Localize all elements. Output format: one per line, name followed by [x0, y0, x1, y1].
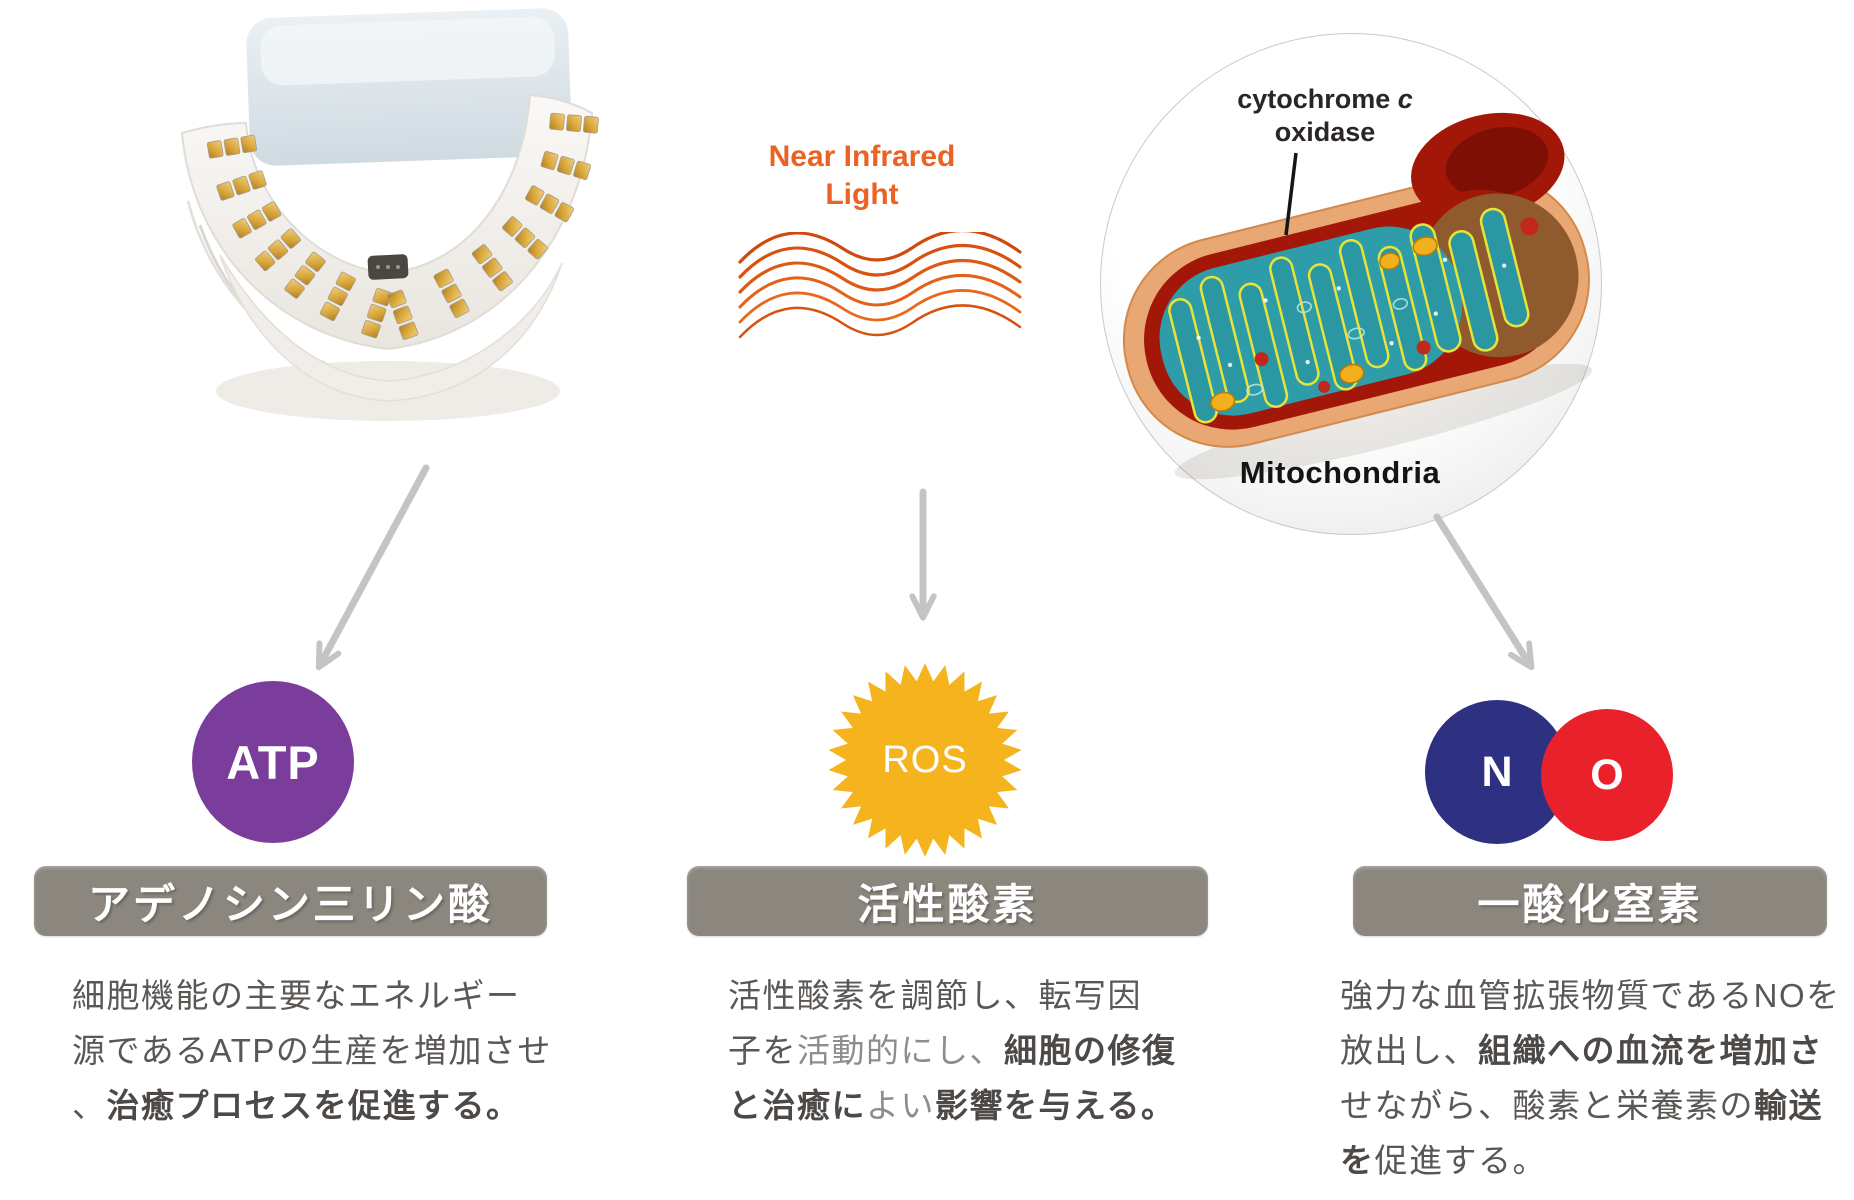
ros-starburst-icon: [828, 663, 1022, 857]
nir-line2: Light: [825, 178, 899, 211]
device-lid: [246, 8, 572, 166]
title-bar-atp-label: アデノシン三リン酸: [87, 880, 493, 928]
title-bar-ros: 活性酸素: [687, 866, 1208, 936]
oxygen-circle: O: [1541, 709, 1673, 841]
callout-line2: oxidase: [1274, 117, 1376, 147]
led-array: [206, 112, 599, 340]
o-label: O: [1590, 750, 1624, 799]
title-bar-no: 一酸化窒素: [1353, 866, 1827, 936]
nir-line1: Near Infrared: [768, 140, 956, 173]
callout-word: cytochrome: [1237, 84, 1391, 114]
paragraph-ros: 活性酸素を調節し、転写因子を活動的にし、細胞の修復と治癒によい影響を与える。: [728, 977, 1177, 1124]
mitochondria-label: Mitochondria: [1239, 455, 1441, 490]
atp-badge-label: ATP: [226, 735, 320, 789]
cytochrome-callout: cytochrome c oxidase: [1210, 83, 1440, 149]
device-photo: [180, 8, 599, 421]
near-infrared-light-label: Near Infrared Light: [742, 138, 982, 214]
ros-badge: ROS: [823, 658, 1027, 862]
callout-pointer-line: [1284, 152, 1298, 236]
paragraph-atp: 細胞機能の主要なエネルギー源であるATPの生産を増加させ、治癒プロセスを促進する…: [72, 977, 552, 1124]
device-tray: [180, 93, 594, 351]
ros-badge-label: ROS: [882, 738, 968, 781]
title-bar-no-label: 一酸化窒素: [1477, 880, 1703, 928]
arrow-down-left: [315, 464, 430, 671]
title-bar-ros-label: 活性酸素: [857, 880, 1038, 928]
mitochondria-figure: cytochrome c oxidase Mitochondria: [1100, 33, 1604, 537]
atp-badge: ATP: [192, 681, 354, 843]
paragraph-no: 強力な血管拡張物質であるNOを放出し、組織への血流を増加させながら、酸素と栄養素…: [1340, 977, 1841, 1179]
no-badge: N O: [1425, 700, 1675, 850]
tray-base: [219, 254, 563, 402]
title-bar-atp: アデノシン三リン酸: [34, 866, 547, 936]
mitochondria-illustration: [1122, 112, 1593, 480]
callout-c: c: [1397, 84, 1413, 114]
light-waves-icon: [738, 232, 1022, 339]
arrow-down-right: [1433, 513, 1535, 671]
n-label: N: [1481, 747, 1513, 796]
